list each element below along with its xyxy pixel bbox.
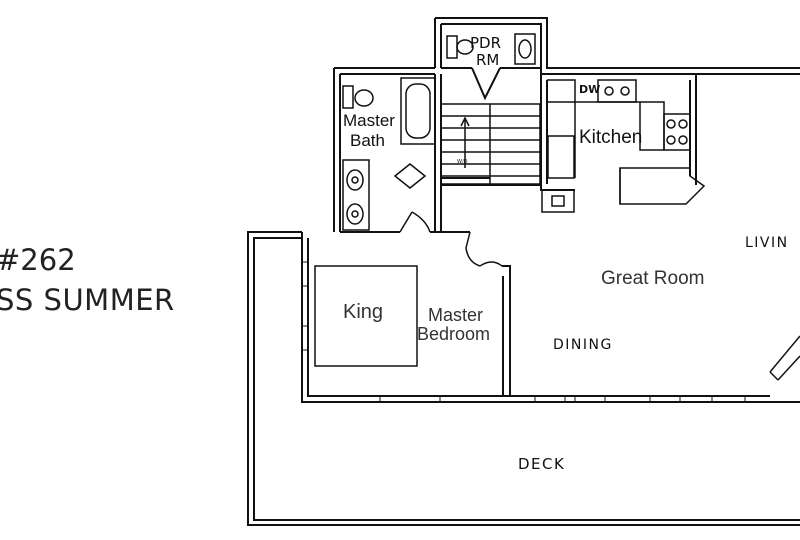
master-bath-label-line2: Bath [350, 131, 385, 150]
dining-label: DINING [553, 337, 613, 353]
pdr-label-line2: RM [476, 51, 500, 69]
deck-outline [247, 231, 800, 526]
master-bath-label-line1: Master [343, 111, 395, 130]
master-bedroom-label-line1: Master [428, 305, 484, 325]
great-room-label: Great Room [601, 268, 705, 289]
door-swings [393, 163, 503, 267]
windows [302, 261, 746, 402]
master-bedroom-label-line2: Bedroom [417, 324, 491, 344]
listing-number: #262 [0, 243, 76, 277]
listing-name: SS SUMMER [0, 283, 175, 317]
fireplace [769, 335, 800, 381]
pdr-fixtures [446, 33, 536, 65]
kitchen-counters [541, 79, 706, 213]
house-walls [301, 17, 800, 403]
pdr-label-line1: PDR [470, 34, 502, 52]
washer-dryer-label: W/D [457, 159, 468, 165]
deck-label: DECK [518, 455, 566, 473]
living-label: LIVIN [745, 235, 789, 251]
dishwasher-label: DW [579, 83, 601, 96]
master-bath-fixtures [342, 77, 436, 231]
king-bed [314, 265, 418, 367]
king-bed-label: King [343, 301, 384, 323]
kitchen-label: Kitchen [579, 127, 643, 148]
stairs [440, 103, 541, 185]
